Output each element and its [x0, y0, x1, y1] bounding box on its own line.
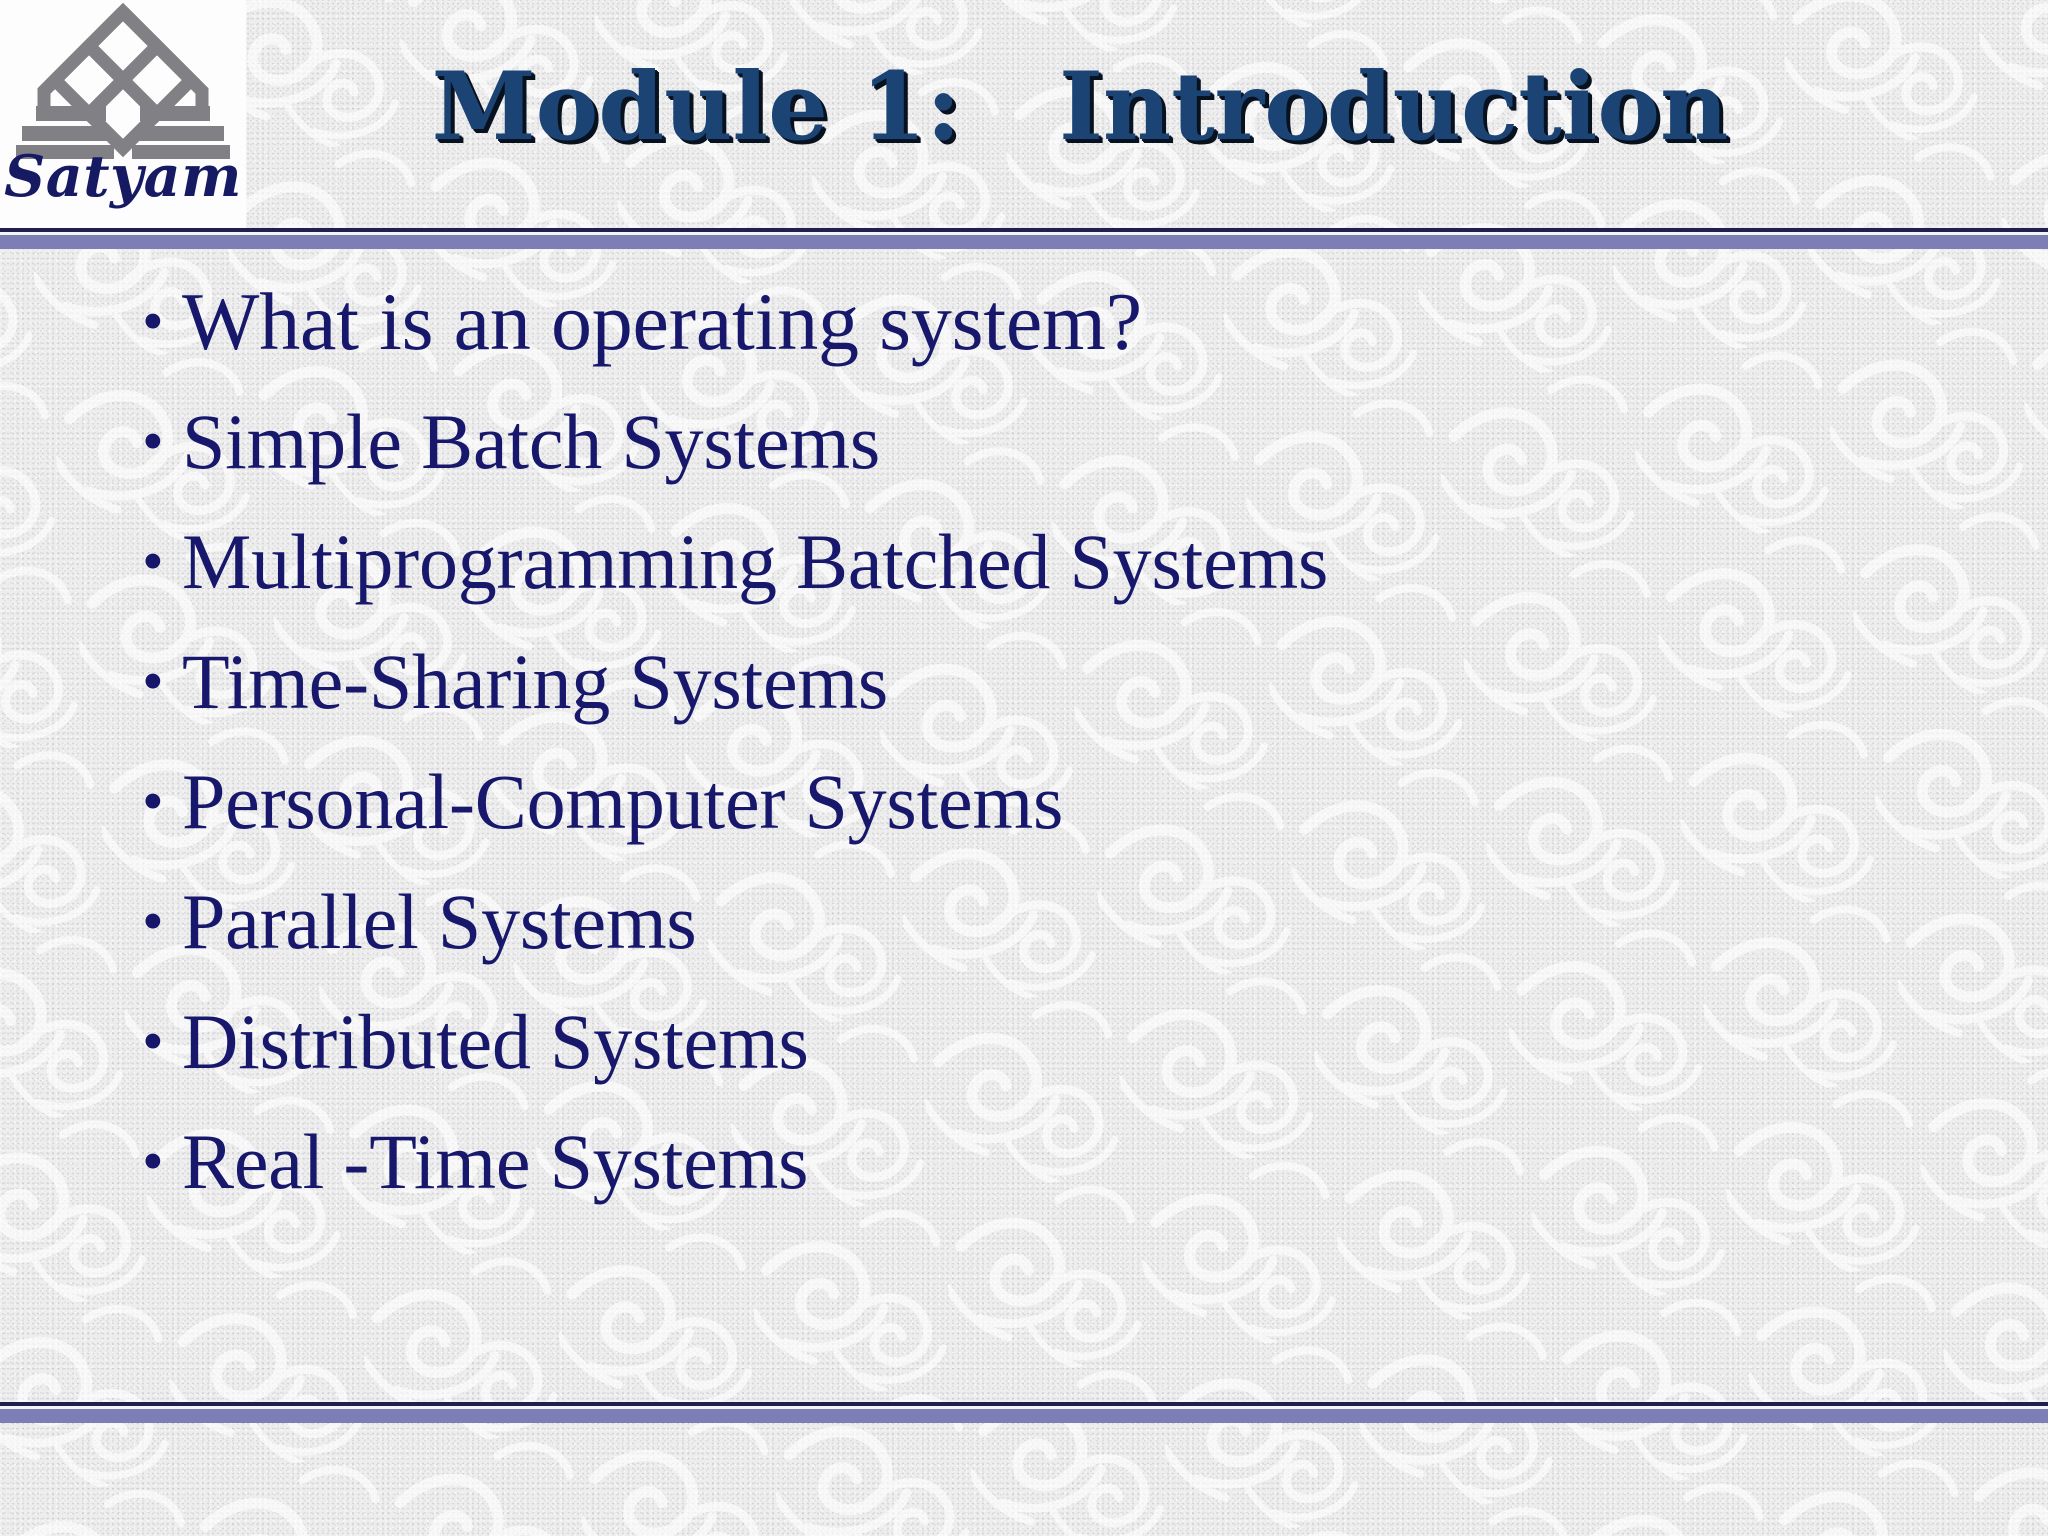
list-item: • Personal-Computer Systems — [130, 742, 1980, 862]
list-item: • Distributed Systems — [130, 982, 1980, 1102]
satyam-pyramid-lattice-logo-icon — [6, 2, 240, 162]
bullet-dot-icon: • — [142, 408, 164, 476]
header-divider-line — [0, 228, 2048, 232]
list-item-label: Time-Sharing Systems — [182, 638, 889, 725]
list-item: • Time-Sharing Systems — [130, 622, 1980, 742]
list-item: • What is an operating system? — [130, 262, 1980, 382]
bullet-dot-icon: • — [142, 888, 164, 956]
list-item-label: Multiprogramming Batched Systems — [182, 518, 1329, 605]
slide-header: Satyam Module 1: Introduction — [0, 0, 2048, 232]
list-item: • Parallel Systems — [130, 862, 1980, 982]
list-item-label: Personal-Computer Systems — [182, 758, 1064, 845]
list-item-label: What is an operating system? — [182, 276, 1142, 367]
list-item-label: Simple Batch Systems — [182, 398, 881, 485]
page-title: Module 1: Introduction — [431, 52, 1729, 162]
bullet-dot-icon: • — [142, 1128, 164, 1196]
footer-divider-band — [0, 1409, 2048, 1423]
header-divider-band — [0, 235, 2048, 249]
list-item-label: Real -Time Systems — [182, 1118, 809, 1205]
bullet-dot-icon: • — [142, 528, 164, 596]
logo-wordmark: Satyam — [4, 143, 242, 210]
header-divider — [0, 228, 2048, 249]
bullet-dot-icon: • — [142, 648, 164, 716]
list-item: • Real -Time Systems — [130, 1102, 1980, 1222]
footer-divider-gap — [0, 1406, 2048, 1409]
footer-divider — [0, 1402, 2048, 1423]
list-item: • Multiprogramming Batched Systems — [130, 502, 1980, 622]
bullet-dot-icon: • — [142, 768, 164, 836]
content-bullet-list: • What is an operating system? • Simple … — [130, 262, 1980, 1392]
list-item-label: Parallel Systems — [182, 878, 697, 965]
list-item-label: Distributed Systems — [182, 998, 809, 1085]
bullet-dot-icon: • — [142, 288, 164, 356]
bullet-dot-icon: • — [142, 1008, 164, 1076]
list-item: • Simple Batch Systems — [130, 382, 1980, 502]
logo-panel: Satyam — [0, 0, 246, 228]
header-divider-gap — [0, 232, 2048, 235]
footer-divider-line — [0, 1402, 2048, 1406]
